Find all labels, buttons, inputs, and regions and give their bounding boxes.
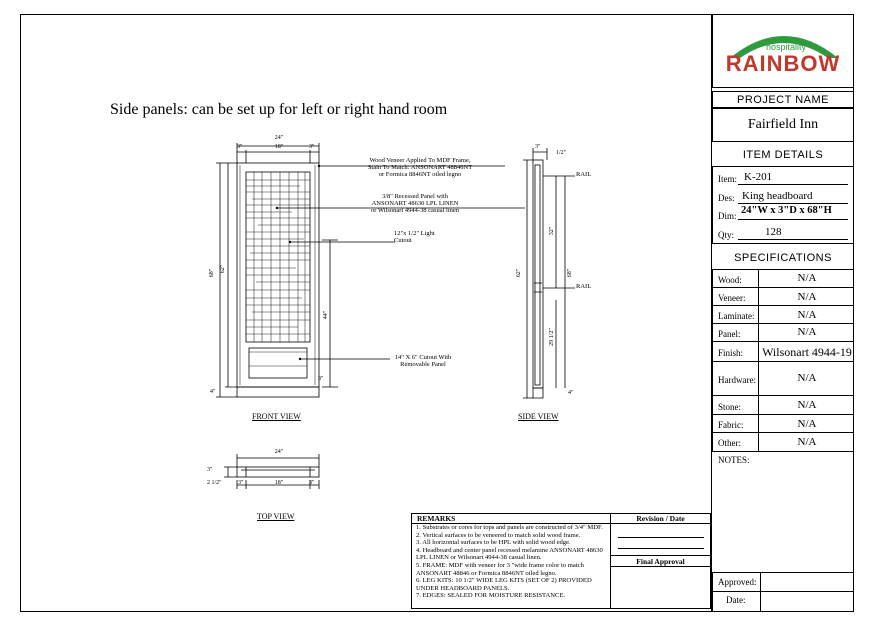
logo-area: [712, 14, 854, 88]
front-h68-dim: 68": [209, 268, 216, 278]
top-width-dim: 24": [274, 449, 284, 455]
top-view-label: TOP VIEW: [257, 512, 295, 521]
spec-row-other: Other:N/A: [718, 436, 817, 448]
qty-value: 128: [765, 226, 782, 238]
spec-row-laminate: Laminate:N/A: [712, 306, 854, 324]
side-view-outline: [532, 159, 544, 389]
remark-item: 4. Headboard and center panel recessed m…: [416, 546, 603, 562]
top-side-dim-left: 3": [238, 480, 244, 486]
side-top-dim: 3": [535, 144, 541, 150]
spec-row-veneer: Veneer:N/A: [712, 288, 854, 306]
side-leg-dim: 4": [568, 390, 574, 396]
top-view-outline: [236, 466, 320, 478]
item-details-box: [712, 166, 854, 244]
rail-label-top: RAIL: [576, 171, 592, 178]
remark-item: 7. EDGES: SEALED FOR MOISTURE RESISTANCE…: [416, 592, 566, 600]
side-top2-dim: 1/2": [556, 150, 567, 156]
project-header: PROJECT NAME: [737, 94, 829, 106]
wood-grain-pattern: [239, 165, 316, 385]
front-cutout: [248, 347, 308, 379]
spec-row-finish: Finish:Wilsonart 4944-19: [712, 342, 854, 362]
front-view-panel: [245, 171, 311, 343]
spec-row-stone: Stone:N/A: [712, 396, 854, 415]
remarks-header: REMARKS: [417, 514, 456, 523]
side-h32-dim: 32": [549, 226, 556, 236]
rainbow-logo: [730, 36, 838, 58]
item-value: K-201: [744, 171, 773, 183]
rail-label-bottom: RAIL: [576, 283, 592, 290]
side-view-label: SIDE VIEW: [518, 412, 559, 421]
title-block: [711, 14, 854, 612]
side-h29-dim: 29 1/2": [548, 328, 555, 346]
dim-value: 24"W x 3"D x 68"H: [741, 205, 832, 216]
revision-header: Revision / Date: [636, 514, 685, 523]
top-inner-dim: 18": [274, 480, 284, 486]
specifications-table: [712, 269, 854, 452]
spec-row-panel: Panel:N/A: [712, 324, 854, 342]
spec-row-hardware: Hardware:N/A: [712, 362, 854, 396]
date-label: Date:: [726, 595, 746, 605]
approval-box: [712, 572, 854, 612]
page-title: Side panels: can be set up for left or r…: [110, 101, 448, 118]
front-h44-dim: 44": [323, 310, 330, 320]
front-width-dim: 24": [274, 135, 284, 141]
front-h62-dim: 62": [220, 264, 227, 274]
specifications-header: SPECIFICATIONS: [734, 252, 832, 264]
top-side-dim-right: 3": [309, 480, 315, 486]
des-value: King headboard: [742, 190, 813, 202]
front-view-label: FRONT VIEW: [252, 412, 301, 421]
callout-veneer: Wood Veneer Applied To MDF Frame,Stain T…: [367, 157, 473, 178]
spec-row-wood: Wood:N/A: [712, 269, 854, 288]
item-details-header: ITEM DETAILS: [742, 149, 824, 161]
front-bottom-dim: 3": [318, 376, 324, 382]
side-h68-dim: 68": [567, 268, 574, 278]
final-approval-label: Final Approval: [636, 557, 685, 566]
project-name: Fairfield Inn: [747, 117, 819, 132]
remark-item: 3. All horizontal surfaces to be HPL wit…: [416, 539, 571, 547]
approved-label: Approved:: [718, 577, 757, 587]
logo-top-text: hospitality: [765, 42, 807, 52]
front-side-dim-left: 3": [237, 144, 243, 150]
technical-drawing: [216, 143, 575, 489]
remarks-box: [411, 513, 711, 609]
remark-item: 5. FRAME: MDF with veneer for 3 "wide fr…: [416, 561, 584, 577]
remark-item: 1. Substrates or cores for tops and pane…: [416, 524, 603, 531]
side-h62-dim: 62": [516, 268, 523, 278]
top-depth-dim: 3": [207, 467, 213, 473]
remarks-list: 1. Substrates or cores for tops and pane…: [416, 524, 608, 600]
front-side-dim-right: 3": [309, 144, 315, 150]
logo-main-text: RAINBOW: [725, 51, 841, 76]
remark-item: 6. LEG KITS: 10 1/2" WIDE LEG KITS (SET …: [416, 577, 592, 592]
front-leg-dim: 4": [210, 389, 216, 395]
notes-label: NOTES:: [718, 455, 750, 465]
top-depth2-dim: 2 1/2": [207, 480, 222, 486]
remark-item: 2. Vertical surfaces to be veneered to m…: [416, 531, 581, 539]
spec-row-fabric: Fabric:N/A: [712, 415, 854, 433]
front-inner-dim: 18": [274, 144, 284, 150]
